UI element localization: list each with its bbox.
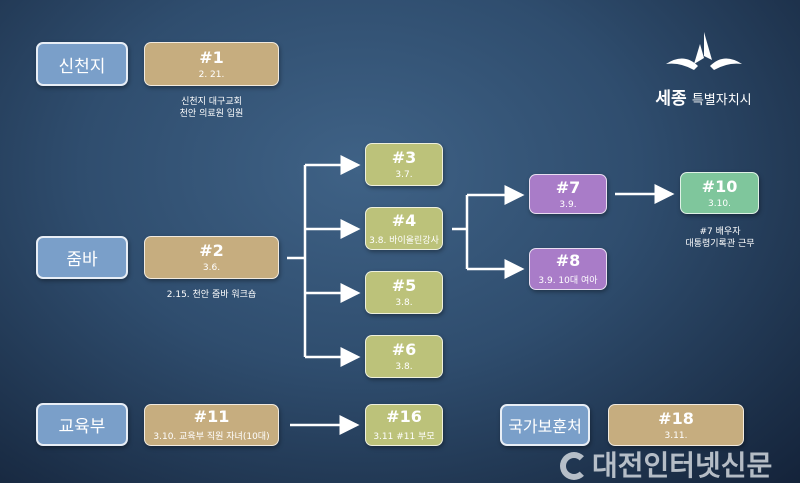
case-date: 3.8. — [395, 298, 413, 308]
case-number: #4 — [391, 210, 417, 230]
case-16: #16 3.11 #11 부모 — [365, 404, 443, 446]
case-date: 3.10. 교육부 직원 자녀(10대) — [153, 432, 270, 442]
case-date: 3.9. — [559, 199, 577, 210]
case-date: 3.11 #11 부모 — [373, 432, 435, 442]
case-date: 3.9. 10대 여아 — [538, 276, 598, 286]
case-date: 3.11. — [664, 430, 688, 441]
case-7: #7 3.9. — [529, 174, 607, 214]
watermark: 대전인터넷신문 — [560, 449, 772, 482]
case-4: #4 3.8. 바이올린강사 — [365, 207, 443, 250]
case-1: #1 2. 21. — [144, 42, 279, 86]
case-2: #2 3.6. — [144, 236, 279, 279]
watermark-text: 대전인터넷신문 — [592, 449, 773, 482]
logo-name: 세종 — [655, 89, 687, 109]
case-3: #3 3.7. — [365, 143, 443, 186]
case-number: #16 — [386, 407, 422, 426]
category-label: 국가보훈처 — [508, 417, 582, 436]
category-zumba: 줌바 — [36, 236, 128, 279]
case-date: 3.8. 바이올린강사 — [369, 235, 439, 246]
case-date: 3.7. — [395, 170, 413, 180]
category-shincheonji: 신천지 — [36, 42, 128, 86]
note-line: 대통령기록관 근무 — [685, 239, 755, 249]
case-10: #10 3.10. — [680, 172, 759, 214]
case-date: 3.6. — [202, 263, 221, 273]
case-number: #10 — [701, 176, 738, 196]
note-line: #7 배우자 — [699, 227, 741, 237]
case-date: 3.10. — [708, 198, 731, 209]
case-number: #11 — [193, 407, 230, 426]
case-11: #11 3.10. 교육부 직원 자녀(10대) — [144, 404, 279, 446]
category-label: 교육부 — [58, 417, 106, 437]
case-8: #8 3.9. 10대 여아 — [529, 248, 607, 290]
sejong-logo: 세종 특별자치시 — [636, 30, 771, 109]
note-line: 신천지 대구교회 — [181, 97, 242, 107]
case-number: #5 — [391, 276, 417, 295]
case-6: #6 3.8. — [365, 335, 443, 378]
case-date: 2. 21. — [198, 69, 225, 80]
case-number: #3 — [391, 148, 417, 167]
category-label: 신천지 — [58, 56, 106, 77]
case-number: #7 — [555, 177, 581, 197]
category-label: 줌바 — [66, 250, 98, 270]
case-2-note: 2.15. 천안 줌바 워크숍 — [166, 290, 257, 300]
watermark-logo-icon — [560, 451, 588, 480]
case-number: #18 — [658, 408, 694, 428]
category-education: 교육부 — [36, 403, 128, 446]
case-number: #2 — [199, 241, 224, 260]
case-number: #6 — [391, 340, 417, 359]
case-5: #5 3.8. — [365, 271, 443, 314]
case-number: #1 — [199, 47, 224, 67]
case-number: #8 — [555, 251, 581, 270]
logo-suffix: 특별자치시 — [691, 93, 752, 108]
category-veterans: 국가보훈처 — [500, 404, 590, 446]
case-date: 3.8. — [395, 362, 413, 372]
case-18: #18 3.11. — [608, 404, 744, 446]
sejong-emblem-icon — [665, 32, 742, 70]
note-line: 천안 의료원 입원 — [179, 109, 244, 119]
